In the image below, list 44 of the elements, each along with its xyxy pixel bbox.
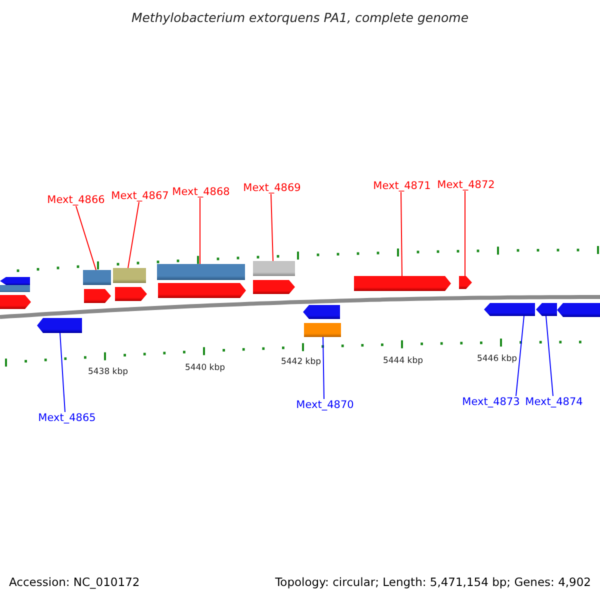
genome-summary-text: Topology: circular; Length: 5,471,154 bp; Genes: 4,902 [275, 575, 591, 589]
gene-feature [158, 283, 246, 298]
annotation-bar [113, 268, 146, 283]
leader-line [546, 316, 554, 396]
gene-label: Mext_4871 [373, 180, 431, 192]
annotation-bar [304, 323, 341, 337]
gene-feature [354, 276, 451, 291]
leader-line [464, 190, 466, 276]
gene-feature [0, 277, 30, 285]
gene-feature [303, 305, 340, 319]
scale-label: 5446 kbp [476, 354, 518, 364]
gene-label: Mext_4874 [525, 396, 583, 408]
leader-line [270, 194, 274, 262]
annotation-bar [253, 261, 295, 276]
leader-line [322, 336, 324, 400]
scale-label: 5440 kbp [184, 363, 226, 373]
gene-feature [0, 295, 31, 309]
gene-feature [459, 276, 472, 289]
gene-label: Mext_4867 [111, 190, 169, 202]
gene-label: Mext_4870 [296, 399, 354, 411]
gene-label: Mext_4873 [462, 396, 520, 408]
gene-label: Mext_4865 [38, 412, 96, 424]
annotation-bar [157, 264, 245, 280]
gene-feature [536, 303, 557, 316]
leader-line [60, 332, 66, 412]
gene-feature [37, 318, 82, 333]
gene-label: Mext_4866 [47, 194, 105, 206]
annotation-bar [0, 285, 30, 292]
leader-line [516, 316, 524, 396]
gene-label: Mext_4869 [243, 182, 301, 194]
leader-line [400, 192, 402, 276]
leader-line [76, 206, 96, 270]
gene-feature [115, 287, 147, 301]
scale-label: 5438 kbp [88, 367, 128, 377]
leader-line [128, 202, 140, 268]
gene-feature [84, 289, 111, 303]
diagram-title: Methylobacterium extorquens PA1, complete genome [130, 10, 470, 25]
scale-label: 5444 kbp [382, 356, 424, 366]
accession-text: Accession: NC_010172 [9, 575, 140, 589]
gene-label: Mext_4868 [172, 186, 230, 198]
gene-feature [253, 280, 295, 294]
scale-label: 5442 kbp [280, 357, 322, 367]
annotation-bar [83, 270, 111, 285]
gene-label: Mext_4872 [437, 179, 495, 191]
